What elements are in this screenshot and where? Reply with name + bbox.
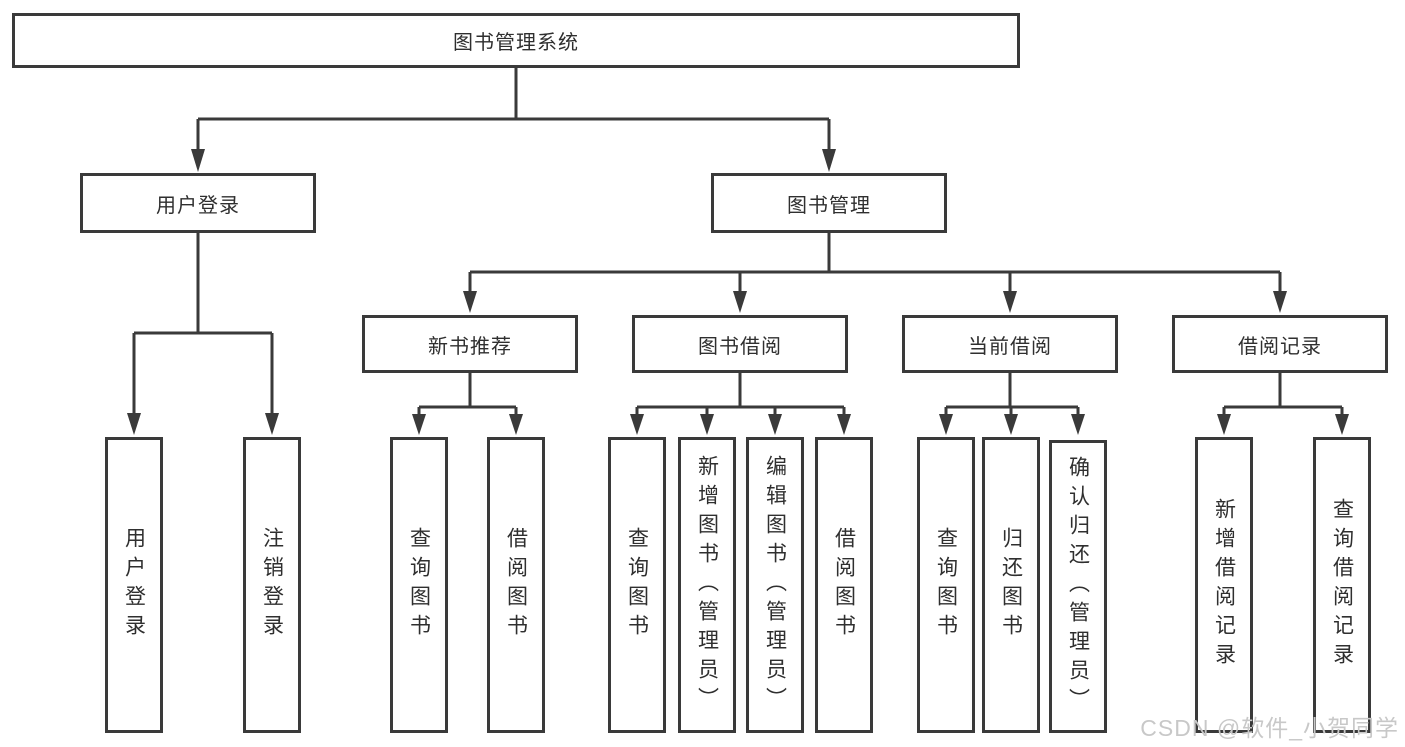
- leaf-bb-edit-books-admin: 编辑图书（管理员）: [746, 437, 804, 733]
- node-library-management-system: 图书管理系统: [12, 13, 1020, 68]
- leaf-br-add-borrow-record: 新增借阅记录: [1195, 437, 1253, 733]
- leaf-cb-confirm-return-admin: 确认归还（管理员）: [1049, 440, 1107, 733]
- leaf-cb-query-books: 查询图书: [917, 437, 975, 733]
- leaf-bb-query-books: 查询图书: [608, 437, 666, 733]
- leaf-logout-login: 注销登录: [243, 437, 301, 733]
- node-new-book-recommend: 新书推荐: [362, 315, 578, 373]
- node-current-borrow: 当前借阅: [902, 315, 1118, 373]
- node-user-login: 用户登录: [80, 173, 316, 233]
- arrowhead-group: [127, 149, 1349, 435]
- leaf-br-query-borrow-record: 查询借阅记录: [1313, 437, 1371, 733]
- leaf-bb-borrow-books: 借阅图书: [815, 437, 873, 733]
- node-book-borrow: 图书借阅: [632, 315, 848, 373]
- watermark: CSDN @软件_小贺同学: [1140, 715, 1399, 741]
- leaf-cb-return-books: 归还图书: [982, 437, 1040, 733]
- leaf-bb-add-books-admin: 新增图书（管理员）: [678, 437, 736, 733]
- leaf-nbr-query-books: 查询图书: [390, 437, 448, 733]
- node-book-management: 图书管理: [711, 173, 947, 233]
- node-borrow-records: 借阅记录: [1172, 315, 1388, 373]
- leaf-nbr-borrow-books: 借阅图书: [487, 437, 545, 733]
- leaf-user-login: 用户登录: [105, 437, 163, 733]
